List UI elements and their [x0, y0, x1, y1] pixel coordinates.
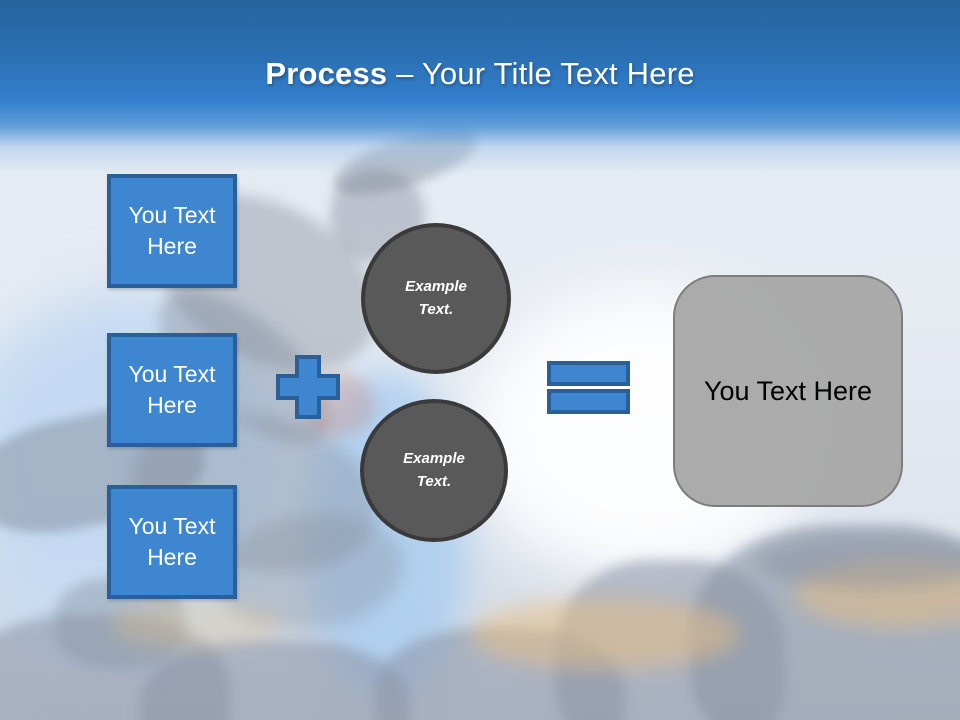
input-box-2[interactable]: You Text Here: [107, 333, 237, 447]
example-circle-1[interactable]: Example Text.: [361, 223, 511, 374]
slide-title: Process – Your Title Text Here: [0, 56, 960, 92]
bg-sunset-cloud: [795, 558, 960, 628]
result-box[interactable]: You Text Here: [673, 275, 903, 507]
input-box-1[interactable]: You Text Here: [107, 174, 237, 288]
bg-tree-silhouette: [0, 615, 230, 720]
slide-title-bold: Process: [265, 56, 388, 91]
bg-dark-cloud: [755, 536, 960, 588]
bg-tree-silhouette: [690, 525, 960, 720]
bg-person-silhouette: [207, 502, 413, 643]
bg-person-silhouette: [326, 115, 484, 209]
slide-title-rest: – Your Title Text Here: [387, 56, 695, 91]
input-box-2-label: You Text Here: [128, 360, 216, 418]
bg-sunset-cloud: [470, 598, 740, 670]
result-box-label: You Text Here: [703, 375, 873, 406]
example-circle-1-label: Example Text.: [405, 278, 467, 318]
example-circle-2[interactable]: Example Text.: [360, 399, 508, 542]
bg-sunset-cloud: [110, 598, 280, 650]
input-box-3[interactable]: You Text Here: [107, 485, 237, 599]
bg-tree-silhouette: [555, 560, 785, 720]
equals-icon[interactable]: [547, 361, 631, 415]
plus-icon[interactable]: [276, 355, 340, 419]
example-circle-2-label: Example Text.: [403, 450, 465, 490]
input-box-3-label: You Text Here: [128, 512, 216, 570]
bg-tree-silhouette: [140, 640, 410, 720]
input-box-1-label: You Text Here: [128, 201, 216, 259]
bg-tree-silhouette: [375, 628, 625, 720]
